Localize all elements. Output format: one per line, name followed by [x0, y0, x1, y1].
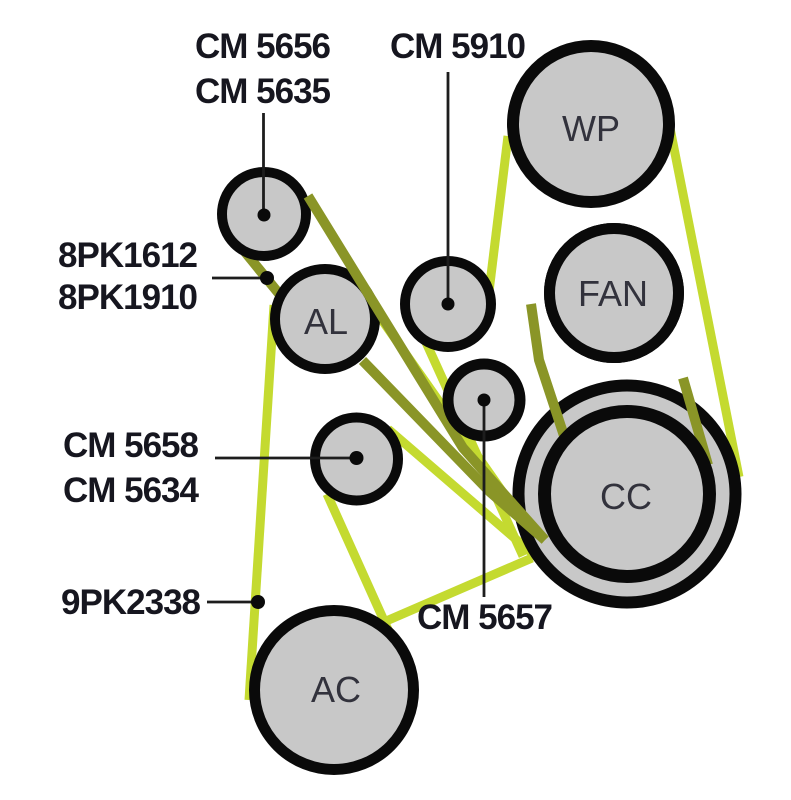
svg-text:CM 5658: CM 5658: [63, 426, 199, 465]
svg-text:CM 5657: CM 5657: [417, 598, 552, 637]
svg-text:FAN: FAN: [578, 273, 648, 314]
svg-text:CM 5910: CM 5910: [390, 27, 526, 66]
svg-text:9PK2338: 9PK2338: [61, 583, 200, 622]
svg-text:AL: AL: [304, 301, 348, 342]
svg-text:8PK1612: 8PK1612: [58, 236, 197, 275]
svg-text:AC: AC: [311, 669, 361, 710]
svg-text:8PK1910: 8PK1910: [58, 278, 197, 317]
svg-text:CM 5635: CM 5635: [195, 72, 331, 111]
svg-text:CM 5634: CM 5634: [63, 471, 200, 510]
svg-text:CM 5656: CM 5656: [195, 27, 331, 66]
svg-text:WP: WP: [562, 108, 620, 149]
svg-text:CC: CC: [600, 476, 652, 517]
